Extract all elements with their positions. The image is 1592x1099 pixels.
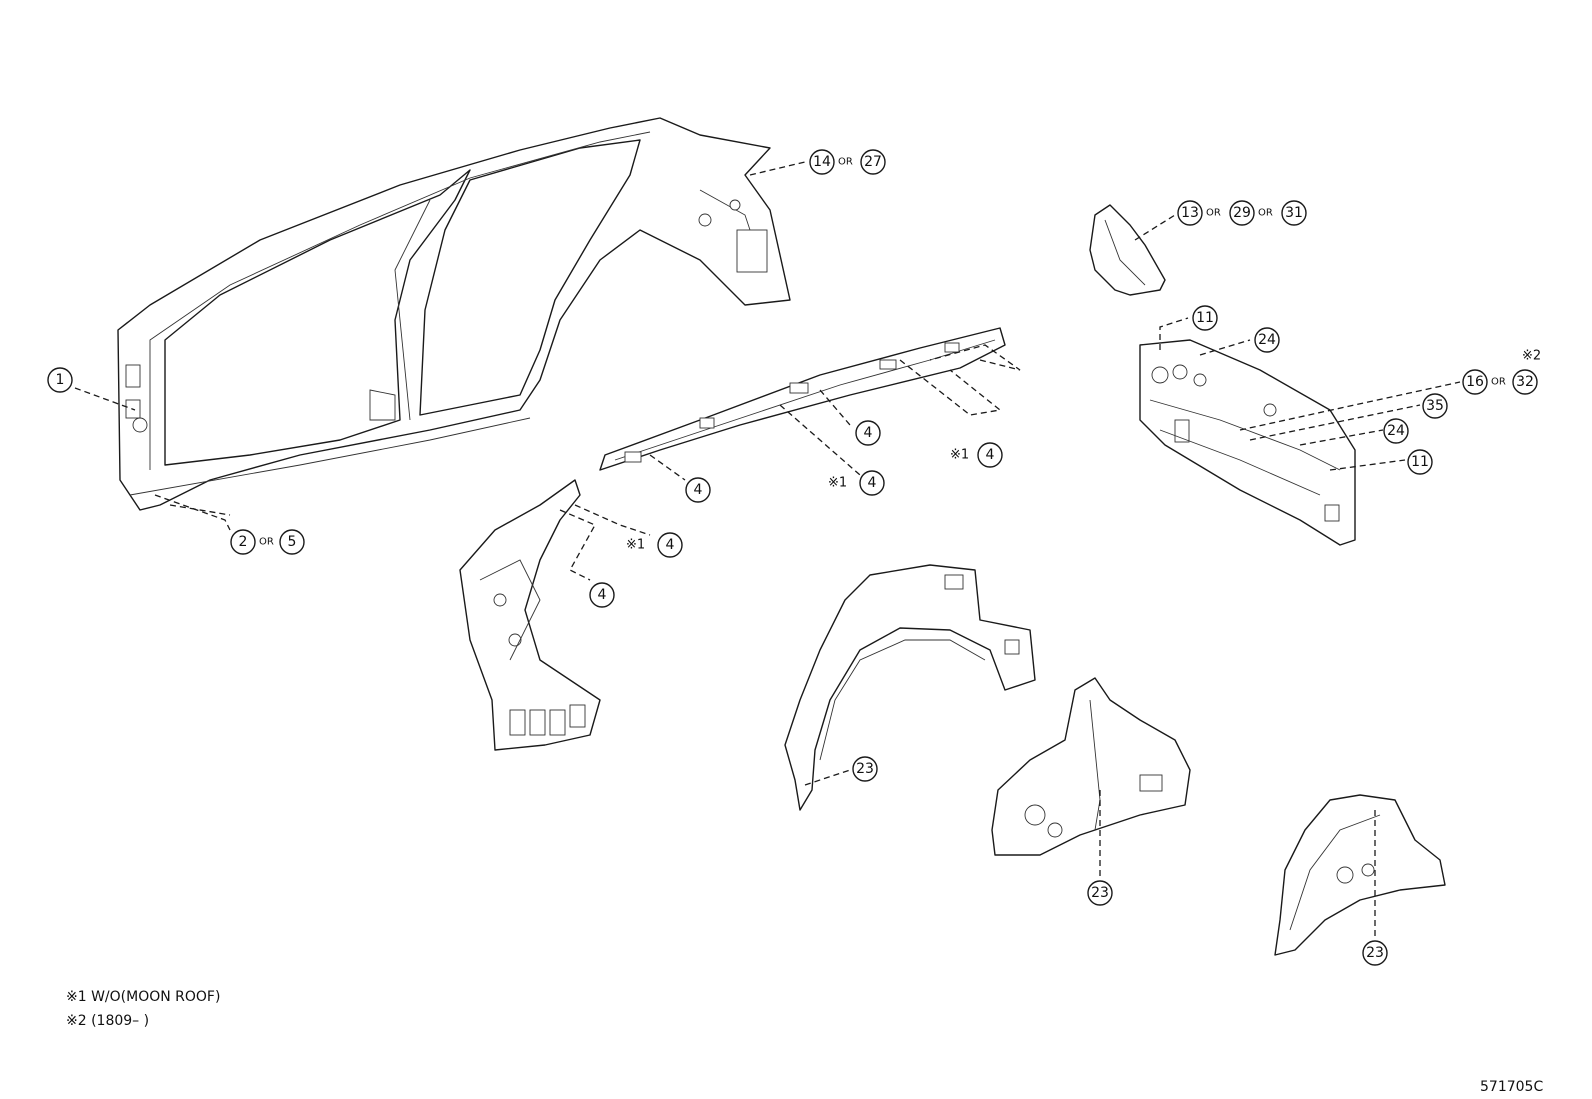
callout-number: 11 (1196, 310, 1214, 326)
callout-23-c: 23 (1362, 940, 1388, 966)
or-label: OR (1258, 208, 1273, 219)
footnote-mark: ※1 (950, 448, 969, 463)
callout-23-a: 23 (852, 756, 878, 782)
callout-24-bottom: 24 (1383, 418, 1409, 444)
rear-corner-bracket (1089, 204, 1166, 296)
callout-14-or-27: 14 OR 27 (809, 149, 886, 175)
callout-number: 13 (1181, 205, 1199, 221)
footnote-mark: ※2 (1522, 349, 1541, 364)
callout-4-pillar-a: ※1 4 (626, 532, 683, 558)
callout-number: 29 (1233, 205, 1251, 221)
callout-number: 4 (864, 425, 873, 441)
callout-4-roof-d: ※1 4 (828, 470, 885, 496)
back-panel (1139, 339, 1356, 546)
callout-16-or-32: ※2 16 OR 32 (1462, 349, 1541, 395)
body-side-outer-panel (117, 117, 791, 511)
callout-number: 32 (1516, 374, 1534, 390)
callout-4-roof-a: 4 (855, 420, 881, 446)
front-pillar-inner (459, 479, 601, 751)
callout-number: 4 (868, 475, 877, 491)
callout-number: 24 (1387, 423, 1405, 439)
leader-lines (74, 161, 1461, 940)
callout-number: 23 (1366, 945, 1384, 961)
callout-24-top: 24 (1254, 327, 1280, 353)
callout-number: 24 (1258, 332, 1276, 348)
callout-2-or-5: 2 OR 5 (230, 529, 305, 555)
footnote-mark: ※1 (828, 476, 847, 491)
callout-4-pillar-b: 4 (589, 582, 615, 608)
callout-number: 23 (856, 761, 874, 777)
callout-number: 4 (986, 447, 995, 463)
or-label: OR (259, 537, 274, 548)
rear-wheel-house-inner-small (1274, 794, 1446, 956)
callout-13-or-29-or-31: 13 OR 29 OR 31 (1177, 200, 1307, 226)
callout-number: 5 (288, 534, 297, 550)
or-label: OR (838, 157, 853, 168)
footnote-mark: ※1 (626, 538, 645, 553)
callout-number: 4 (666, 537, 675, 553)
callout-number: 1 (56, 372, 65, 388)
footnote-1: ※1 W/O(MOON ROOF) (66, 989, 220, 1005)
callout-number: 4 (598, 587, 607, 603)
callout-number: 14 (813, 154, 831, 170)
callout-number: 23 (1091, 885, 1109, 901)
callout-number: 4 (694, 482, 703, 498)
callout-11-top: 11 (1192, 305, 1218, 331)
footnote-2: ※2 (1809– ) (66, 1013, 149, 1029)
callout-35: 35 (1422, 393, 1448, 419)
rear-wheel-house-inner (991, 677, 1191, 856)
callout-11-bottom: 11 (1407, 449, 1433, 475)
callout-number: 31 (1285, 205, 1303, 221)
diagram-code: 571705C (1480, 1079, 1543, 1095)
roof-side-inner-rail (599, 327, 1006, 471)
callout-number: 27 (864, 154, 882, 170)
callout-4-roof-c: 4 (685, 477, 711, 503)
callout-number: 16 (1466, 374, 1484, 390)
rear-wheel-house-outer (784, 564, 1036, 811)
callout-4-roof-b: ※1 4 (950, 442, 1003, 468)
callout-number: 2 (239, 534, 248, 550)
callout-number: 11 (1411, 454, 1429, 470)
callout-1: 1 (47, 367, 73, 393)
or-label: OR (1206, 208, 1221, 219)
callout-number: 35 (1426, 398, 1444, 414)
callout-23-b: 23 (1087, 880, 1113, 906)
or-label: OR (1491, 377, 1506, 388)
